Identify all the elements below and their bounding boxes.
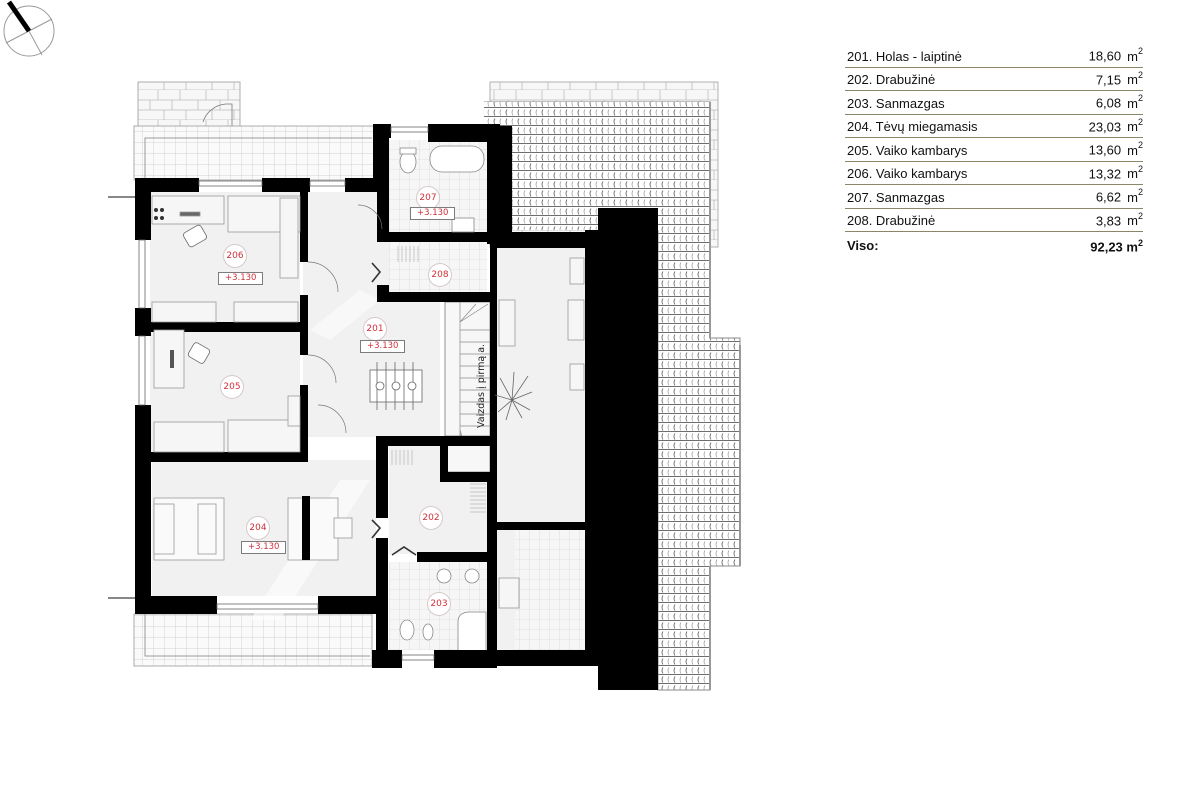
north-arrow-icon [3,0,55,57]
room-level-201: +3.130 [360,340,406,353]
room-label: 205. Vaiko kambarys [847,142,968,158]
room-label: 201. Holas - laiptinė [847,48,962,64]
room-label: 207. Sanmazgas [847,189,945,205]
room-tag-208: 208 [428,263,452,287]
room-tag-202: 202 [419,506,443,530]
total-area: 92,23 [1090,239,1123,255]
room-area: 13,32 [1088,166,1122,181]
room-area: 3,83 [1095,213,1122,228]
floor-plan-drawing [108,81,741,691]
stair-view-label: Vaizdas į pirmą a. [476,343,487,428]
room-tag-204: 204 [246,516,270,540]
room-tag-205: 205 [220,375,244,399]
floor-plan: 206 +3.130 205 201 +3.130 207 +3.130 208… [3,0,741,691]
room-area: 23,03 [1088,119,1122,134]
room-level-204: +3.130 [241,541,287,554]
room-tag-203: 203 [427,592,451,616]
room-tag-201: 201 [363,317,387,341]
room-label: 206. Vaiko kambarys [847,166,968,181]
schedule-total: Viso:92,23 m2 [847,238,1143,255]
room-label: 204. Tėvų miegamasis [847,119,978,134]
room-label: 203. Sanmazgas [847,95,945,111]
room-level-207: +3.130 [410,207,456,220]
room-area: 7,15 [1095,72,1122,87]
room-level-206: +3.130 [218,272,264,285]
room-label: 202. Drabužinė [847,72,936,87]
room-area: 6,08 [1095,95,1122,111]
room-tag-207: 207 [416,186,440,210]
room-area: 13,60 [1088,142,1122,158]
room-tag-206: 206 [223,244,247,268]
room-area: 18,60 [1088,48,1122,64]
room-label: 208. Drabužinė [847,213,936,228]
total-label: Viso: [847,238,879,253]
room-area: 6,62 [1095,189,1122,205]
